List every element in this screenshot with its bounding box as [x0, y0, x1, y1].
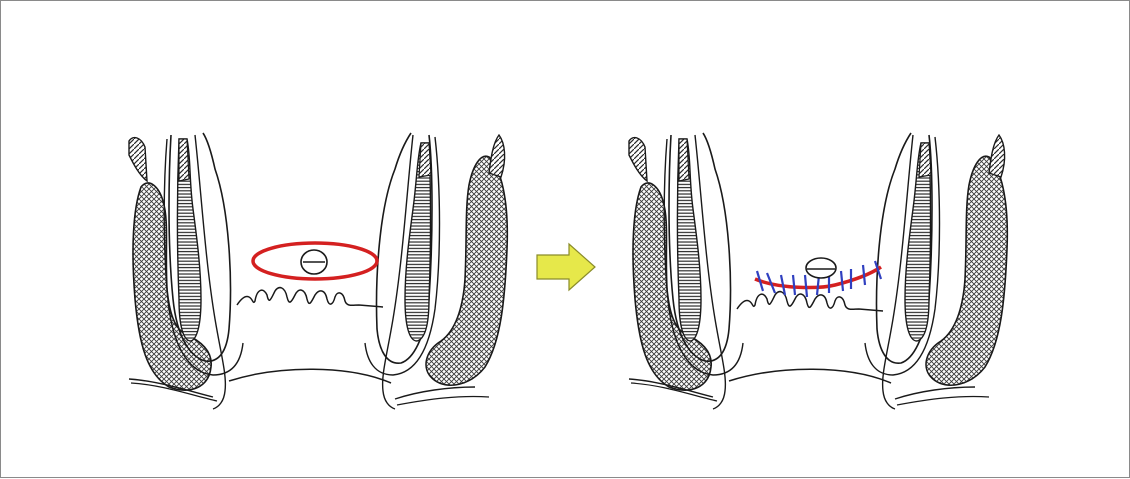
arrow-right-icon	[537, 244, 595, 290]
panel-after	[629, 133, 1007, 409]
mucosa-wavy-line	[737, 292, 883, 311]
panel-before	[129, 133, 507, 409]
mucosa-wavy-line	[237, 288, 383, 307]
opening-icon	[806, 258, 836, 278]
